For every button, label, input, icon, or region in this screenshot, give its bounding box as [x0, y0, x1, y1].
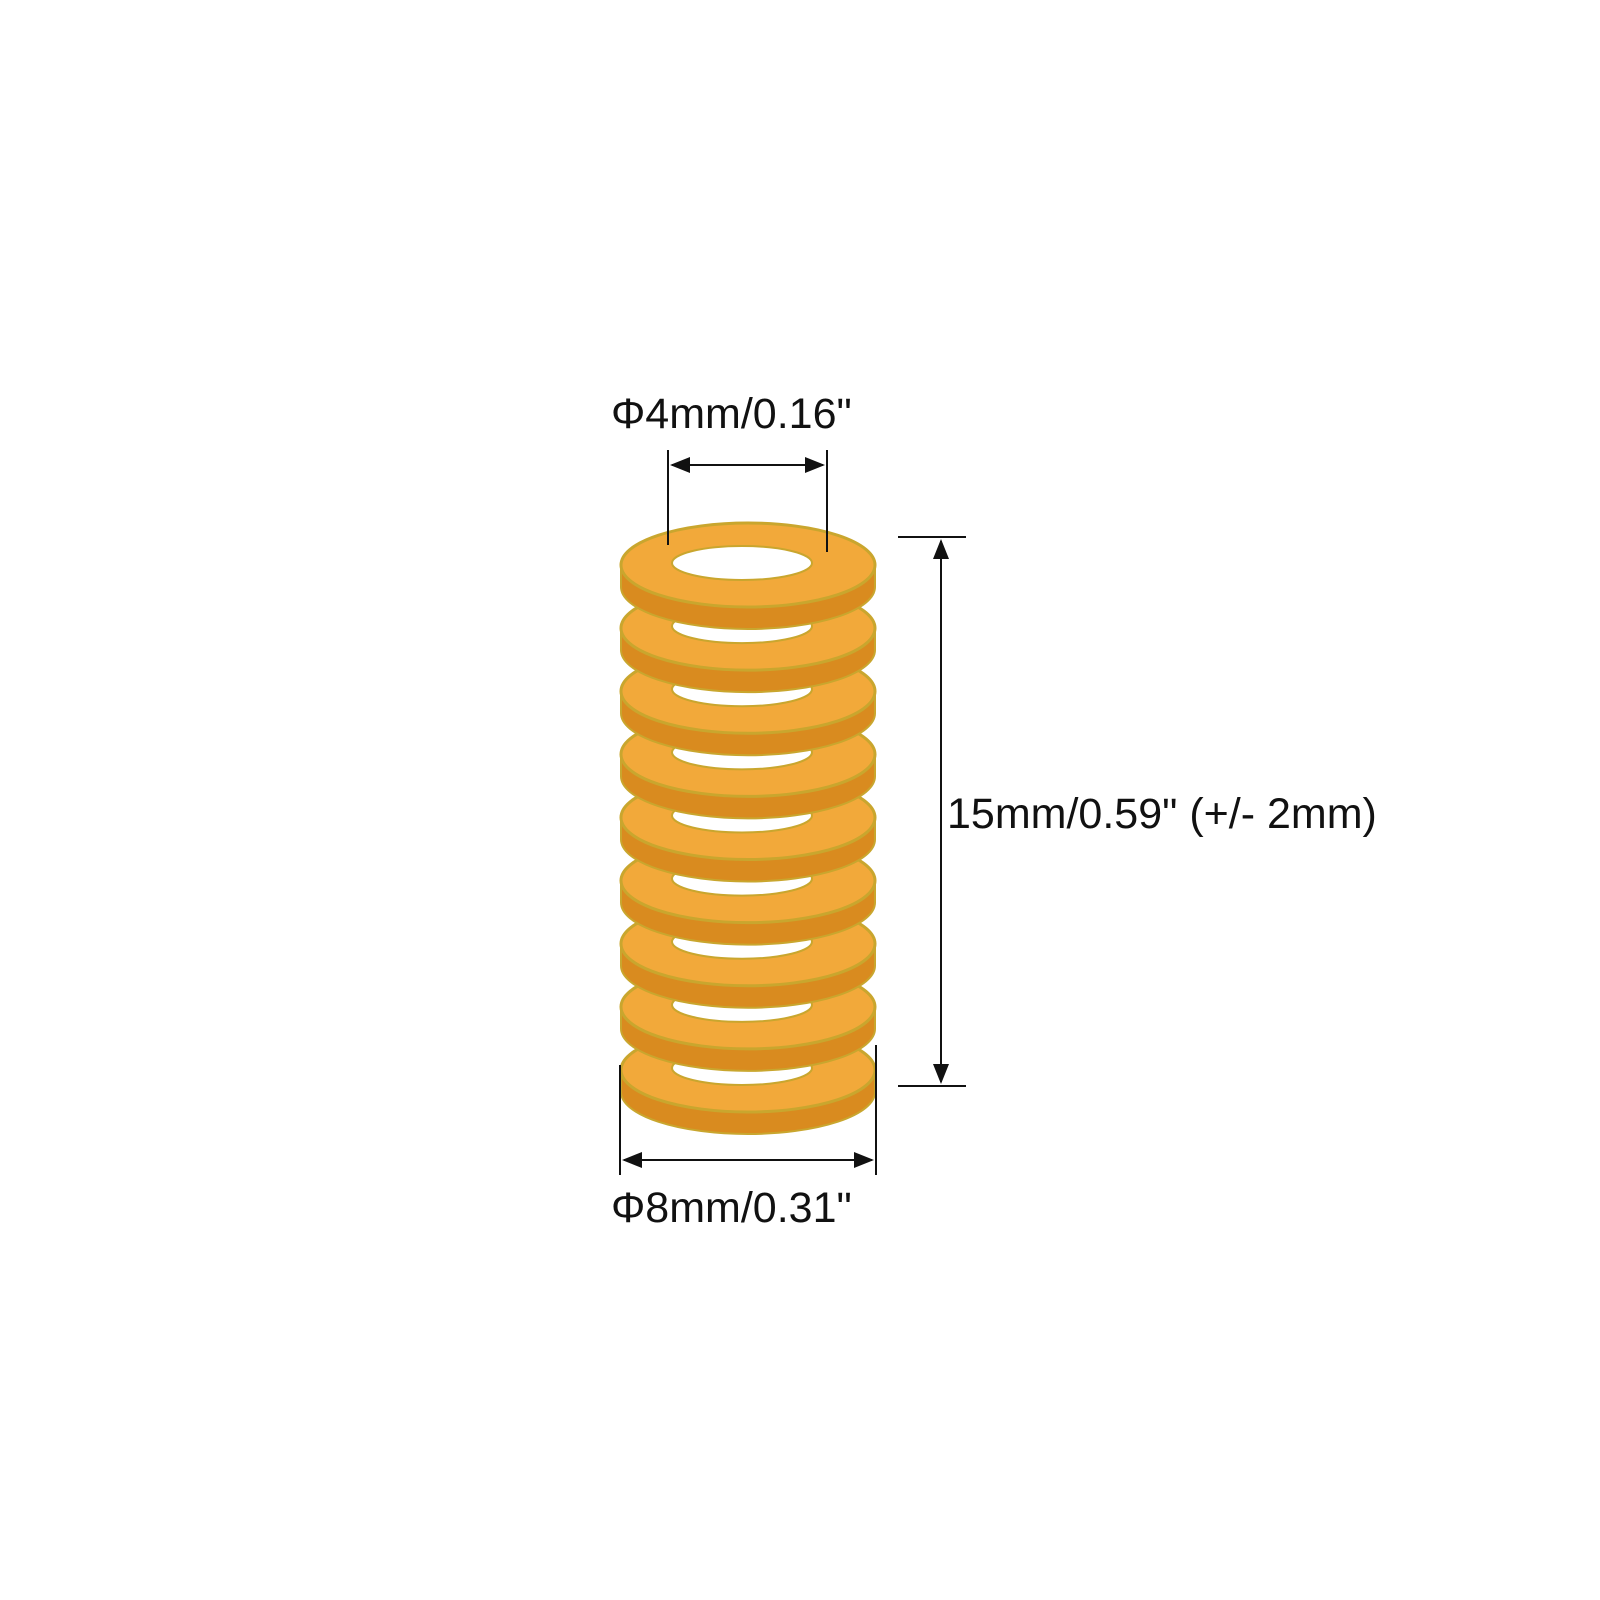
- inner-diameter-dimension: [667, 450, 828, 552]
- inner-diameter-label: Φ4mm/0.16": [611, 390, 852, 438]
- compression-spring: [619, 521, 877, 1135]
- length-dimension: [898, 536, 966, 1087]
- length-label: 15mm/0.59" (+/- 2mm): [947, 790, 1377, 838]
- outer-diameter-dimension: [619, 1045, 877, 1175]
- outer-diameter-label: Φ8mm/0.31": [611, 1184, 852, 1232]
- spring-coil: [619, 521, 877, 630]
